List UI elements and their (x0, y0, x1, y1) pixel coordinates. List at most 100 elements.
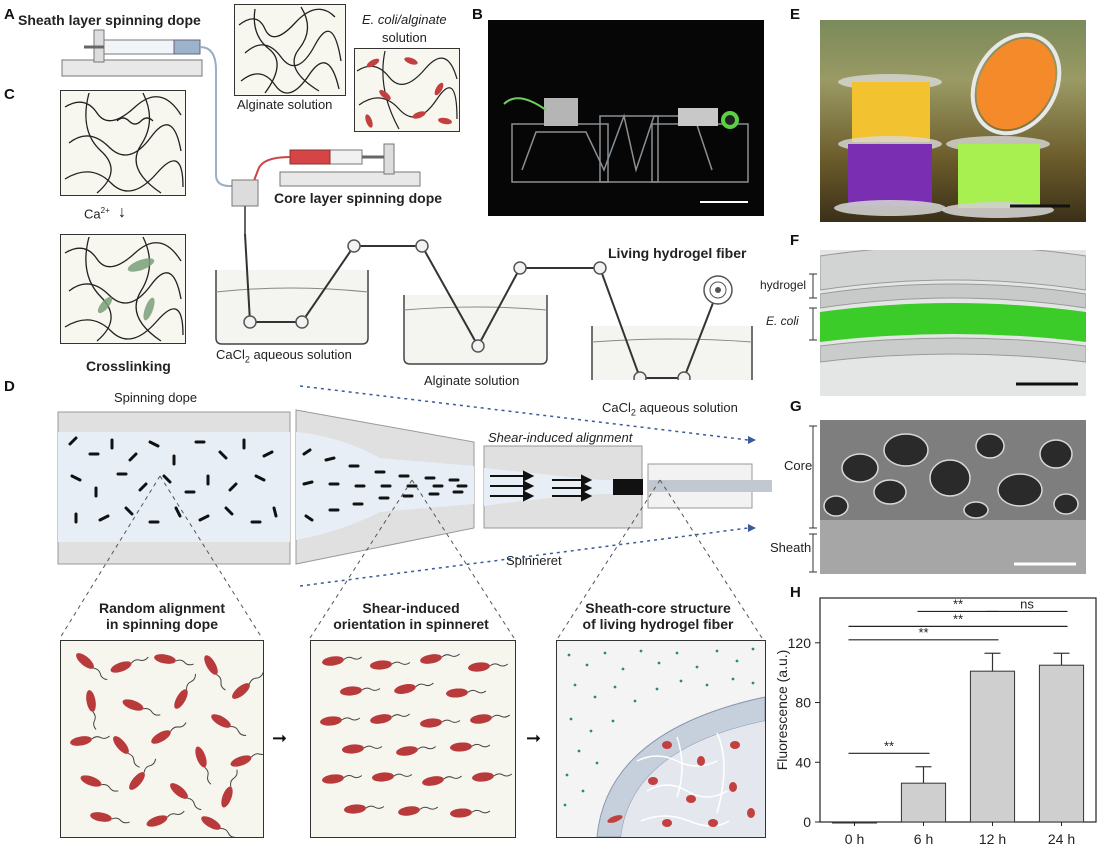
box3-title: Sheath-core structure of living hydrogel… (552, 600, 764, 632)
alginate-solution-illustration (234, 4, 346, 96)
significance-label: ** (884, 738, 894, 753)
bacterium (201, 816, 237, 839)
box3-title-line1: Sheath-core structure (585, 600, 731, 616)
bacterium (232, 672, 264, 699)
ecoli-layer-label: E. coli (766, 314, 799, 328)
bacterium (211, 714, 247, 737)
fiber-fluorescence-micrograph (820, 250, 1086, 396)
bath1-sub: 2 (244, 354, 250, 365)
bacterium (322, 774, 363, 784)
random-rods (68, 436, 278, 524)
y-tick-label: 40 (795, 754, 811, 770)
bacterium (113, 736, 140, 768)
crosslinking-label: Crosslinking (86, 358, 171, 374)
box1-title: Random alignment in spinning dope (60, 600, 264, 632)
bath1-label-a: CaCl (216, 347, 245, 362)
bacterium (422, 775, 462, 786)
calcium-label: Ca2+ (84, 206, 110, 221)
bacterium (420, 653, 460, 664)
bacterium (370, 713, 410, 724)
bath3-label-b: aqueous solution (635, 400, 738, 415)
core-label: Core (784, 458, 813, 473)
panel-label-e: E (790, 6, 801, 23)
bath3-sub: 2 (630, 407, 636, 418)
significance-label: ** (918, 625, 928, 640)
x-tick-label: 6 h (914, 831, 933, 847)
sheath-label: Sheath (770, 540, 812, 555)
x-tick-label: 0 h (845, 831, 864, 847)
core-sheath-brackets (809, 425, 817, 573)
shear-alignment-label: Shear-induced alignment (488, 430, 633, 445)
bacterium (340, 686, 381, 696)
arrow-down-icon: ↓ (118, 204, 126, 221)
bacterium (174, 673, 197, 709)
arrow-right-icon: ➞ (272, 728, 288, 748)
fiber-sem-micrograph (820, 420, 1086, 574)
bacterium (204, 655, 226, 691)
calcium-text: Ca (84, 206, 101, 222)
bacterium (146, 810, 185, 827)
plot-frame (819, 597, 1097, 823)
bacterium (154, 654, 194, 666)
bacterium (450, 742, 491, 752)
alginate-solution-label: Alginate solution (237, 97, 333, 112)
bar (969, 670, 1016, 823)
bacterium (472, 772, 513, 782)
hydrogel-label: hydrogel (760, 278, 807, 292)
arrow-right-icon: ➞ (526, 728, 542, 748)
panel-label-f: F (790, 232, 800, 249)
bath3-label-a: CaCl (602, 400, 631, 415)
sheath-syringe-pump (61, 29, 203, 77)
bacterium (370, 660, 411, 670)
significance-label: ** (953, 611, 963, 626)
spinneret-schematic (57, 385, 772, 587)
bacterium (110, 656, 149, 673)
bacterium (398, 806, 439, 816)
spinning-apparatus-photo (488, 20, 764, 216)
layer-brackets (809, 273, 817, 341)
bacterium (342, 744, 383, 754)
bacterium (195, 746, 212, 785)
collection-spool (703, 275, 733, 305)
y-tick-label: 80 (795, 695, 811, 711)
bacterium (129, 758, 157, 790)
core-dope-label: Core layer spinning dope (274, 190, 443, 206)
spinning-dope-label: Spinning dope (114, 390, 198, 405)
bacterium (76, 653, 108, 681)
bacterium (221, 769, 238, 808)
spinneret-label: Spinneret (506, 553, 562, 568)
bath3-label: CaCl2 aqueous solution (602, 400, 738, 418)
ecoli-alginate-label-line1: E. coli/alginate (362, 12, 447, 27)
significance-label: ns (1020, 596, 1034, 611)
box3-title-line2: of living hydrogel fiber (582, 616, 734, 632)
panel-label-h: H (790, 584, 801, 601)
box2-title-line1: Shear-induced (362, 600, 460, 616)
box2-title: Shear-induced orientation in spinneret (306, 600, 516, 632)
bacterium (151, 722, 187, 744)
spinneret-block (231, 179, 259, 207)
bar (900, 782, 947, 823)
bath-3 (591, 326, 753, 380)
bath1-label: CaCl2 aqueous solution (216, 347, 352, 365)
bacterium (468, 662, 509, 672)
bacterium (394, 682, 434, 694)
x-tick-label: 24 h (1048, 831, 1075, 847)
bacterium (70, 735, 110, 746)
bacterium (230, 750, 269, 767)
bacterium (470, 714, 511, 724)
bacterium (450, 808, 491, 818)
bath-1 (215, 270, 369, 345)
bath-2 (403, 295, 548, 365)
panel-label-a: A (4, 6, 15, 23)
y-axis-label: Fluorescence (a.u.) (776, 650, 790, 771)
bacterium (86, 690, 97, 730)
bacterium (170, 783, 202, 811)
calcium-sup: 2+ (100, 206, 110, 215)
aligned-bacteria-box (310, 640, 516, 838)
crosslinked-network-illustration (60, 234, 186, 344)
bacterium (320, 716, 361, 726)
bar (1038, 664, 1085, 823)
sheath-core-box (556, 640, 766, 838)
aligning-rods (302, 448, 468, 522)
